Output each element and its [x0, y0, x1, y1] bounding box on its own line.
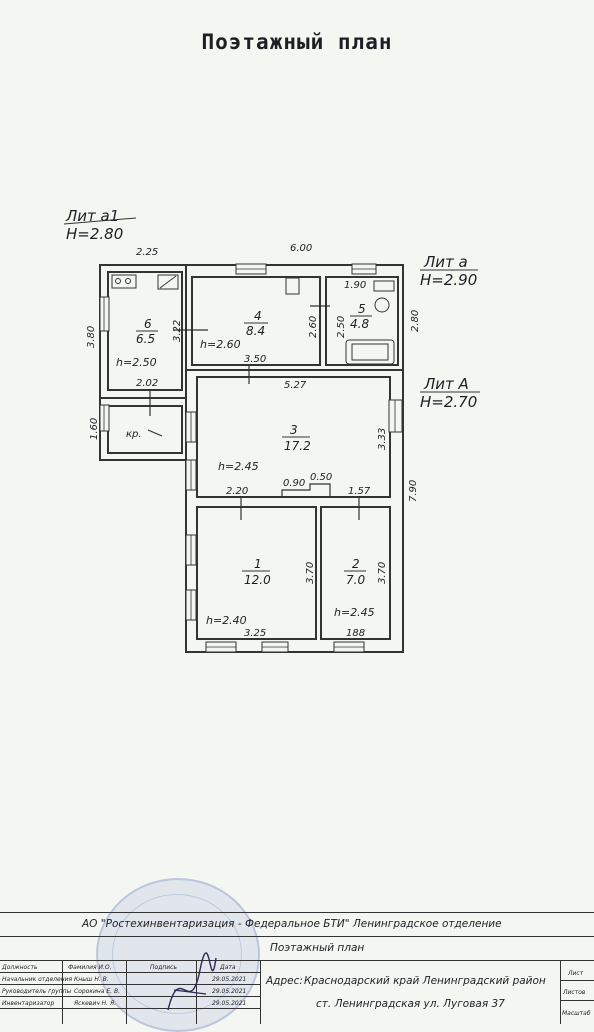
room-4-num: 4 [254, 309, 262, 323]
room-6-height: h=2.50 [116, 356, 157, 369]
footer-rule [0, 996, 260, 997]
sink-icon [157, 274, 179, 290]
room-kr-label: кр. [126, 429, 142, 440]
signature [167, 952, 217, 1011]
room-2-area: 7.0 [346, 573, 365, 587]
room-1-num: 1 [254, 557, 262, 571]
dim-label: 0.50 [310, 472, 332, 483]
footer-rule [0, 984, 260, 985]
footer-row2-name: Сорокина Е. В. [74, 988, 120, 995]
litera-a-name: Лит а [423, 253, 468, 271]
footer-rule [0, 1008, 260, 1009]
room-4-walls [191, 276, 321, 366]
window [99, 296, 110, 332]
room-3-walls [196, 376, 391, 498]
dim-label: 2.60 [308, 316, 319, 338]
sink-small-icon [285, 277, 300, 295]
litera-A-height: H=2.70 [420, 393, 477, 411]
dim-label: 3.22 [172, 320, 183, 342]
room-4-area: 8.4 [246, 324, 265, 338]
dim-label: 2.80 [410, 310, 421, 332]
upper-strip-outline [185, 264, 404, 371]
footer-address-label: Адрес: [266, 975, 303, 987]
footer-sheets: Листов [563, 989, 586, 996]
dim-label: 2.02 [136, 378, 158, 389]
dim-label: 2.25 [136, 247, 158, 258]
footer-scale: Масштаб [562, 1010, 591, 1017]
room-1-walls [196, 506, 317, 640]
window [99, 404, 110, 432]
litera-a-height: H=2.90 [420, 271, 477, 289]
room-kr-walls [107, 405, 183, 454]
dim-label: 7.90 [408, 480, 419, 502]
room-3-height: h=2.45 [218, 460, 259, 473]
room-2-num: 2 [352, 557, 360, 571]
dim-label: 2.50 [336, 316, 347, 338]
litera-a1-height: H=2.80 [66, 225, 123, 243]
dim-label: 3.70 [305, 562, 316, 584]
litera-a1-name: Лит а1 [65, 207, 119, 225]
footer-row3-position: Инвентаризатор [2, 1000, 55, 1007]
dim-label: 3.33 [377, 428, 388, 450]
footer-col-name: Фамилия И.О. [68, 964, 112, 971]
footer-col-date: Дата [220, 964, 236, 971]
room-3-area: 17.2 [284, 439, 311, 453]
room-5-area: 4.8 [350, 317, 369, 331]
room-1-area: 12.0 [244, 573, 271, 587]
footer-row3-name: Яскевич Н. Я. [74, 1000, 117, 1007]
footer-row1-date: 29.05.2021 [212, 976, 247, 983]
dim-label: 0.90 [283, 478, 305, 489]
footer-rule [0, 960, 594, 961]
dim-label: 6.00 [290, 243, 312, 254]
dim-label: 2.20 [226, 486, 248, 497]
footer-row2-position: Руководитель группы [2, 988, 72, 995]
room-4-height: h=2.60 [200, 338, 241, 351]
main-house-outline [185, 369, 404, 653]
room-3-num: 3 [290, 423, 298, 437]
footer-row1-position: Начальник отделения [2, 976, 73, 983]
footer-address-line2: ст. Ленинградская ул. Луговая 37 [316, 998, 505, 1010]
dim-label: 188 [346, 628, 365, 639]
room-5-num: 5 [358, 302, 366, 316]
footer-address-line1: Краснодарский край Ленинградский район [304, 975, 546, 987]
dim-label: 3.50 [244, 354, 266, 365]
footer-rule [0, 912, 594, 913]
room-6-area: 6.5 [136, 332, 155, 346]
footer-sheet: Лист [568, 970, 584, 977]
footer-rule [0, 972, 260, 973]
bathtub-icon [345, 339, 395, 365]
dim-label: 3.80 [86, 326, 97, 348]
window [388, 399, 403, 433]
footer-doc-title: Поэтажный план [270, 942, 365, 954]
dim-label: 3.70 [377, 562, 388, 584]
room-6-num: 6 [144, 317, 152, 331]
room-5-walls [325, 276, 399, 366]
footer-row2-date: 29.05.2021 [212, 988, 247, 995]
footer-row3-date: 29.05.2021 [212, 1000, 247, 1007]
room-1-height: h=2.40 [206, 614, 247, 627]
litera-A-name: Лит А [423, 375, 469, 393]
footer-org: АО "Ростехинвентаризация - Федеральное Б… [82, 918, 502, 930]
dim-label: 1.90 [344, 280, 366, 291]
seal-stamp-ring [112, 894, 242, 1014]
footer-col-sign: Подпись [150, 964, 177, 971]
dim-label: 3.25 [244, 628, 266, 639]
page-title: Поэтажный план [201, 30, 393, 54]
room-2-walls [320, 506, 391, 640]
dim-label: 1.57 [348, 486, 371, 497]
room-2-height: h=2.45 [334, 606, 375, 619]
dim-label: 5.27 [284, 380, 307, 391]
toilet-tank-icon [373, 280, 395, 292]
toilet-bowl-icon [374, 297, 390, 313]
footer-col-position: Должность [2, 964, 38, 971]
dim-label: 1.60 [89, 418, 100, 440]
footer-row1-name: Кныш Н. В. [74, 976, 109, 983]
stove-icon [111, 274, 137, 289]
footer-rule [0, 936, 594, 937]
